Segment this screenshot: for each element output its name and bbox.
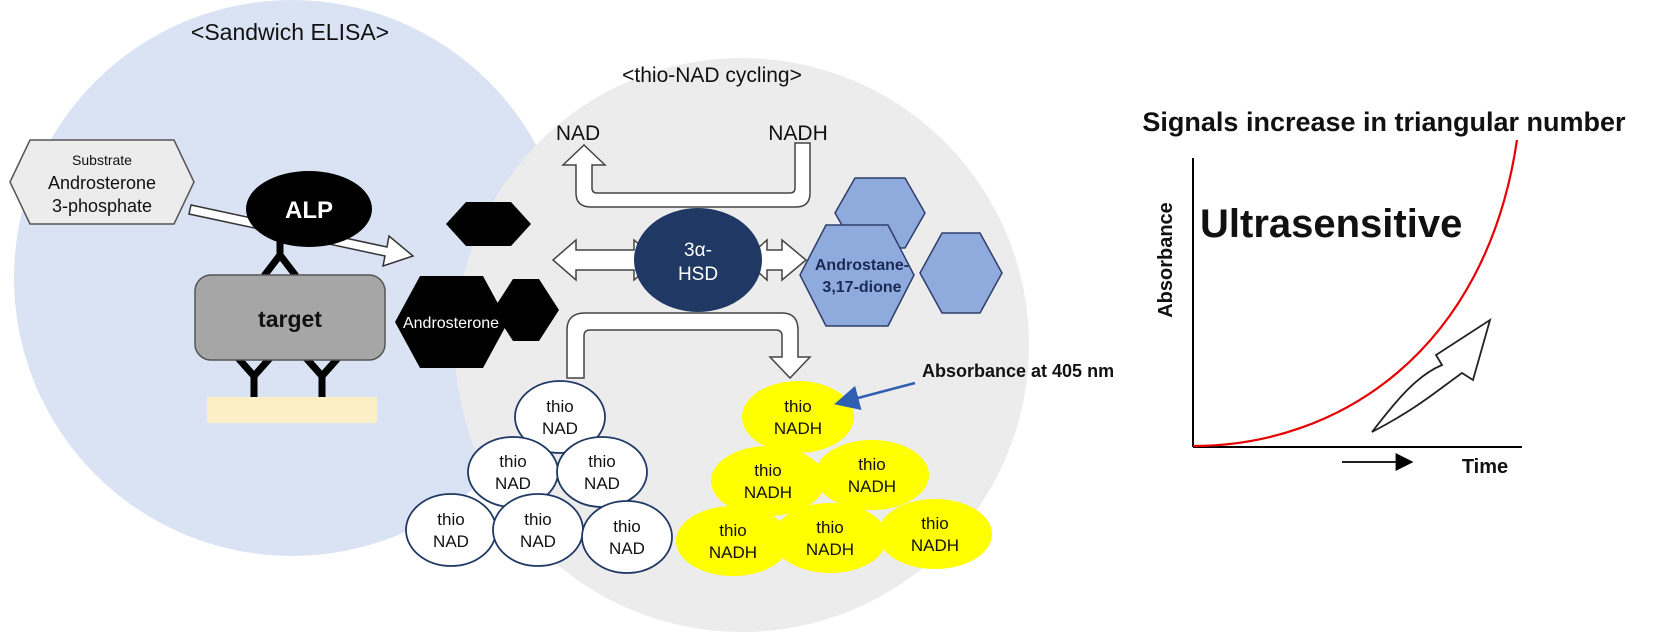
target-box xyxy=(194,274,386,361)
graph-title: Signals increase in triangular number xyxy=(1142,107,1626,137)
substrate-label-line3: 3-phosphate xyxy=(52,196,152,216)
androstanedione-label-line1: Androstane- xyxy=(815,257,909,274)
substrate-hexagon xyxy=(9,139,195,225)
svg-text:NAD: NAD xyxy=(609,539,645,558)
exponential-curve xyxy=(1192,139,1519,448)
svg-text:NADH: NADH xyxy=(806,540,854,559)
thio-nad-molecule: thio NAD xyxy=(492,493,584,567)
hsd-label-line2: HSD xyxy=(678,264,718,285)
ultrasensitive-label: Ultrasensitive xyxy=(1200,202,1462,246)
svg-text:thio: thio xyxy=(754,461,781,480)
androstanedione-hexagon-right xyxy=(919,232,1003,314)
thio-nadh-molecule: thio NADH xyxy=(815,440,929,510)
thio-nadh-molecule: thio NADH xyxy=(742,381,854,453)
androstanedione-hexagon-main xyxy=(799,224,915,327)
svg-text:thio: thio xyxy=(784,397,811,416)
nadh-to-nad-arrow xyxy=(561,142,811,208)
svg-text:NADH: NADH xyxy=(774,419,822,438)
thio-nad-molecule: thio NAD xyxy=(467,436,559,508)
thio-nad-stack: thio NAD thio NAD thio NAD thio NAD thio… xyxy=(405,380,673,574)
svg-text:thio: thio xyxy=(921,514,948,533)
elisa-title: <Sandwich ELISA> xyxy=(191,19,389,45)
androsterone-hexagon-top xyxy=(446,202,531,246)
svg-text:NAD: NAD xyxy=(433,532,469,551)
thio-nadh-molecule: thio NADH xyxy=(711,446,825,516)
target-label: target xyxy=(258,306,322,332)
androstanedione-label-line2: 3,17-dione xyxy=(822,279,901,296)
nadh-label: NADH xyxy=(768,122,828,145)
svg-text:thio: thio xyxy=(499,452,526,471)
svg-text:thio: thio xyxy=(437,510,464,529)
svg-text:NAD: NAD xyxy=(495,474,531,493)
androsterone-label: Androsterone xyxy=(403,315,499,332)
hsd-enzyme xyxy=(634,208,762,312)
absorbance-pointer-arrow xyxy=(834,381,916,410)
svg-text:NADH: NADH xyxy=(911,536,959,555)
svg-text:thio: thio xyxy=(816,518,843,537)
svg-text:thio: thio xyxy=(524,510,551,529)
svg-text:NADH: NADH xyxy=(744,483,792,502)
hsd-label-line1: 3α- xyxy=(684,240,712,261)
androsterone-hexagon-main xyxy=(395,276,508,368)
svg-text:thio: thio xyxy=(613,517,640,536)
svg-text:NADH: NADH xyxy=(709,543,757,562)
thio-nadh-molecule: thio NADH xyxy=(676,506,790,576)
svg-text:thio: thio xyxy=(719,521,746,540)
svg-text:thio: thio xyxy=(858,455,885,474)
alp-enzyme xyxy=(246,171,372,247)
graph-y-label: Absorbance xyxy=(1155,202,1177,318)
thio-nad-molecule: thio NAD xyxy=(405,493,497,567)
solid-phase-plate xyxy=(207,397,377,423)
thio-nad-molecule: thio NAD xyxy=(556,436,648,508)
thio-nad-to-thio-nadh-arrow xyxy=(566,312,812,380)
thio-nadh-molecule: thio NADH xyxy=(773,503,887,573)
svg-text:thio: thio xyxy=(588,452,615,471)
thio-nad-molecule: thio NAD xyxy=(581,500,673,574)
thio-nadh-molecule: thio NADH xyxy=(878,499,992,569)
svg-text:NAD: NAD xyxy=(520,532,556,551)
svg-text:thio: thio xyxy=(546,397,573,416)
svg-text:NADH: NADH xyxy=(848,477,896,496)
svg-text:NAD: NAD xyxy=(542,419,578,438)
substrate-label-line2: Androsterone xyxy=(48,173,156,193)
alp-label: ALP xyxy=(285,197,333,224)
absorbance-note: Absorbance at 405 nm xyxy=(922,361,1114,381)
svg-text:NAD: NAD xyxy=(584,474,620,493)
increase-arrow xyxy=(1371,317,1492,433)
thio-nadh-stack: thio NADH thio NADH thio NADH thio NADH … xyxy=(676,381,992,576)
substrate-label-line1: Substrate xyxy=(72,152,132,168)
thio-nad-molecule: thio NAD xyxy=(514,380,606,454)
graph-x-label: Time xyxy=(1462,456,1508,478)
androsterone-hexagon-right xyxy=(493,279,559,341)
cycling-title: <thio-NAD cycling> xyxy=(622,64,802,87)
nad-label: NAD xyxy=(556,122,600,145)
